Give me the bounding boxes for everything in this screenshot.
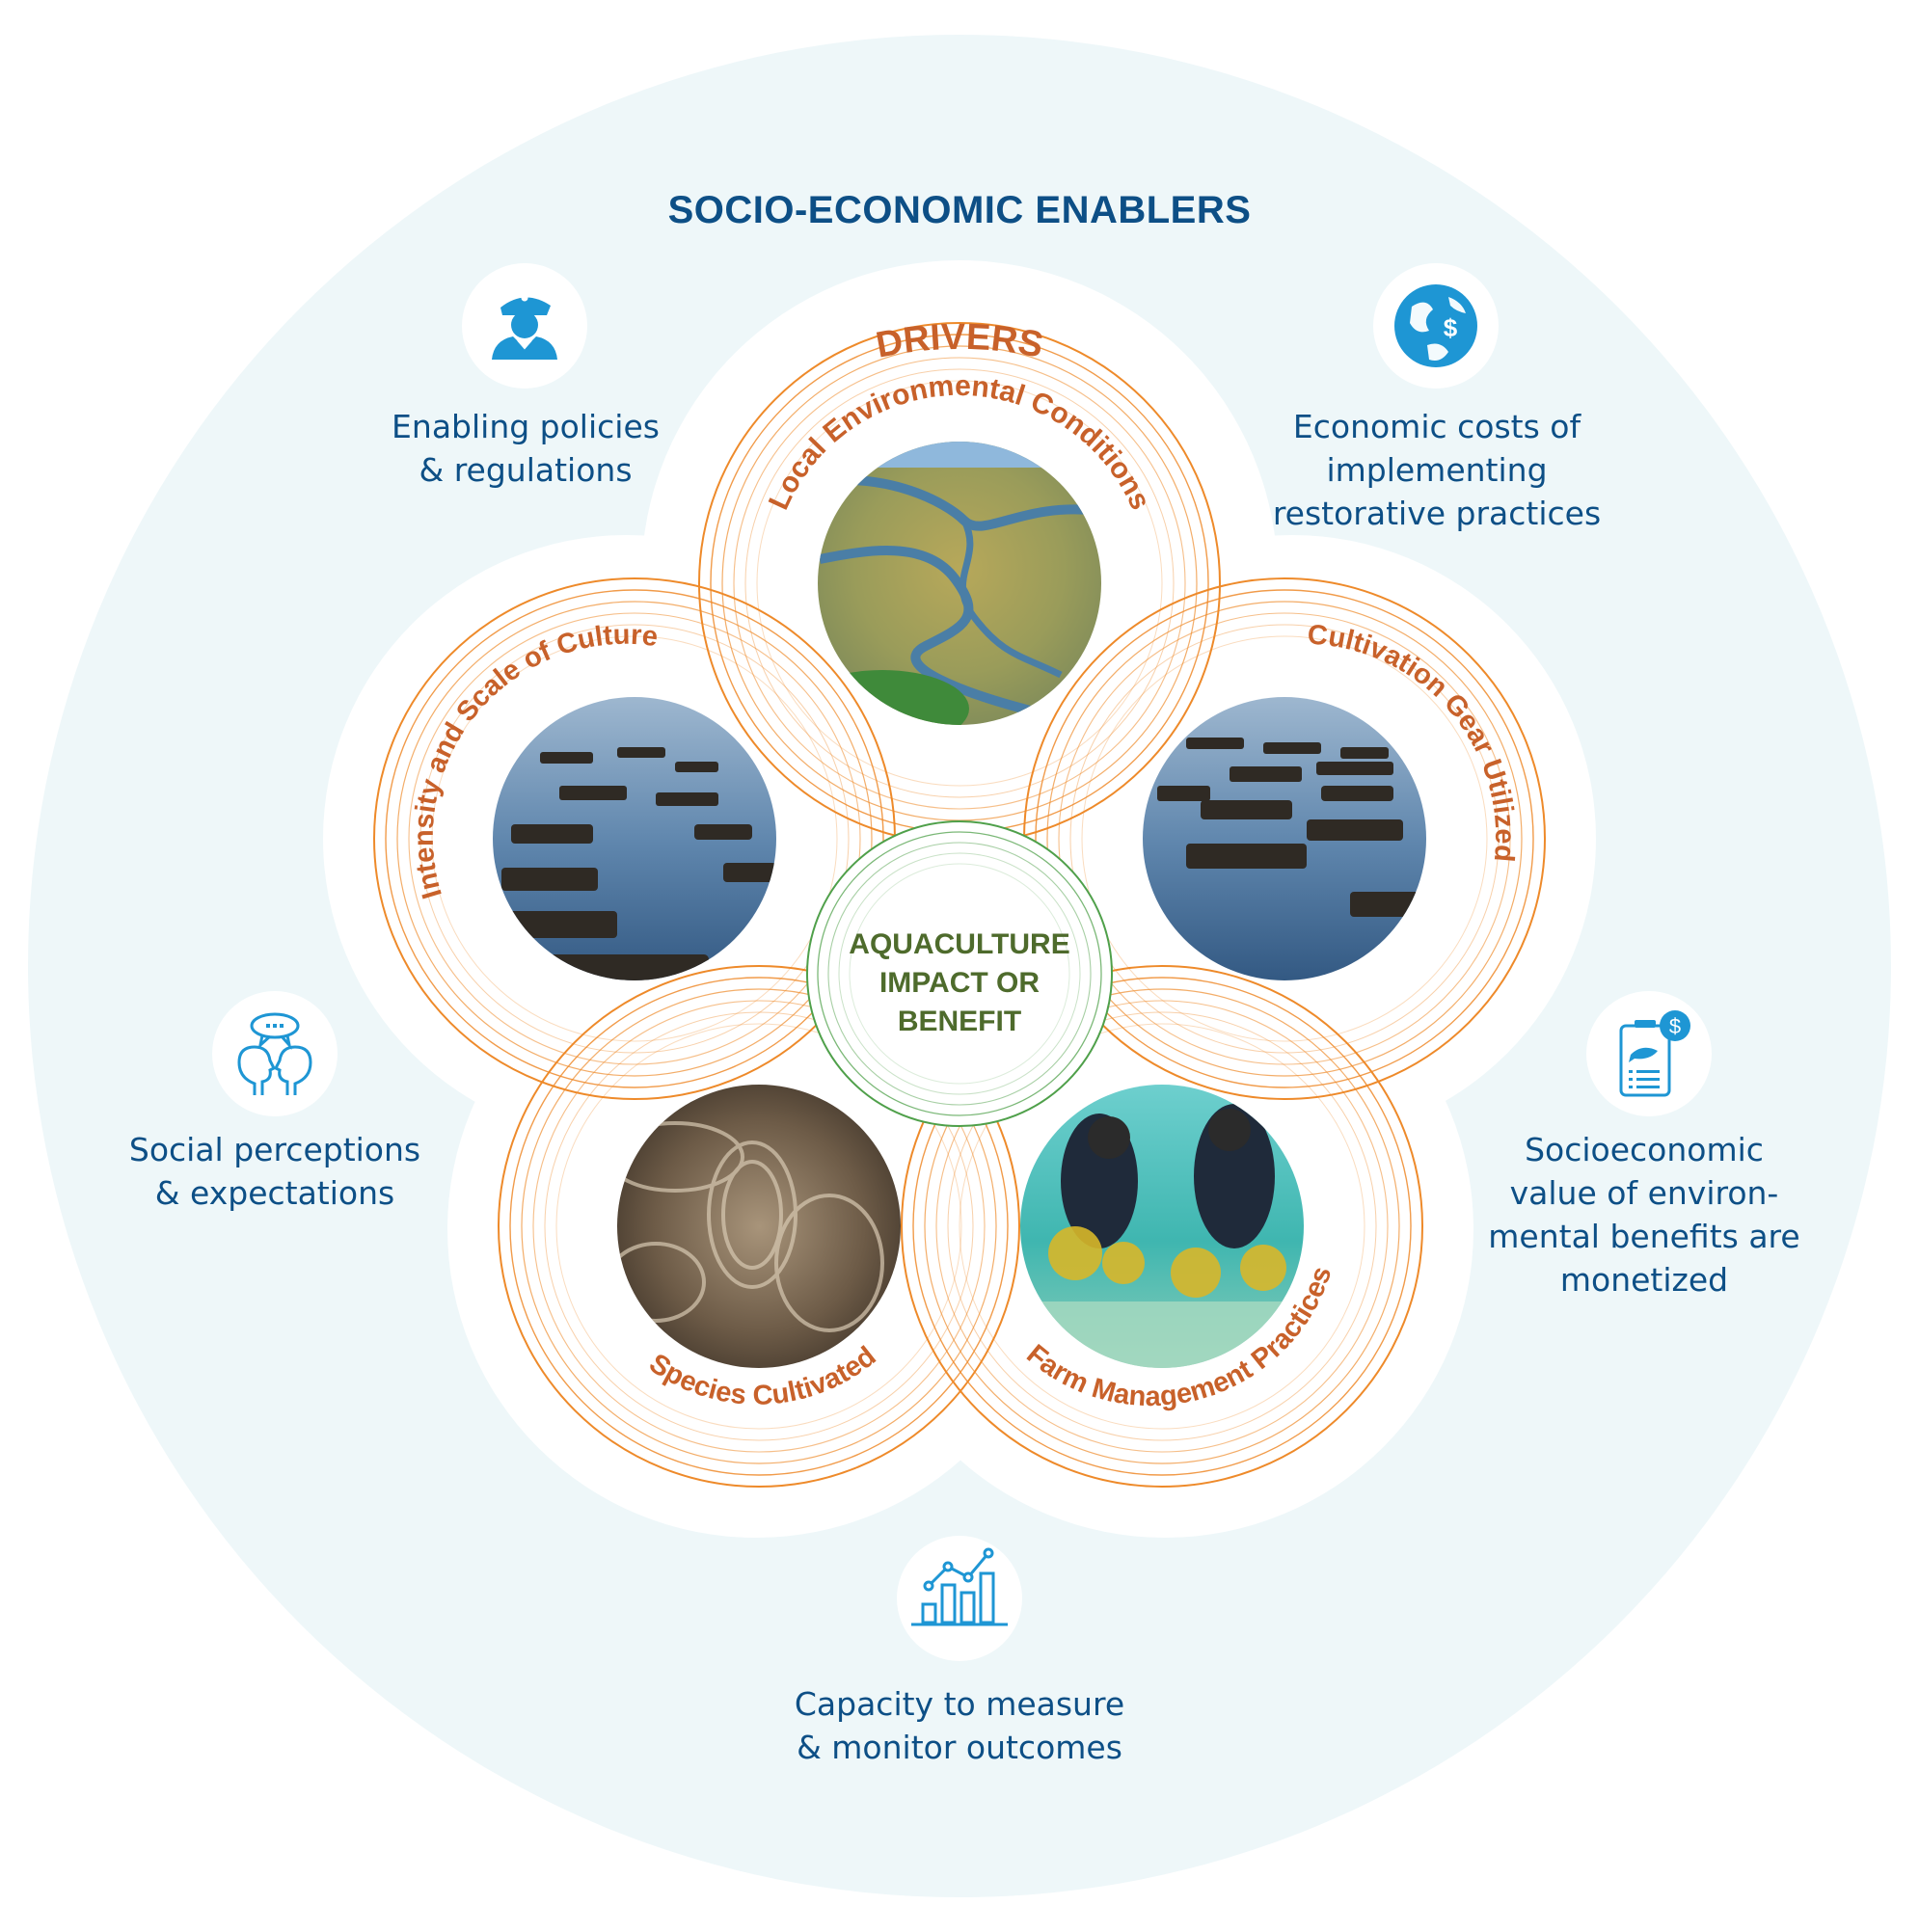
center-line-1: AQUACULTURE bbox=[849, 928, 1070, 960]
driver-rings bbox=[373, 322, 1546, 1488]
photo-cultivation-gear bbox=[1143, 697, 1426, 980]
svg-text:$: $ bbox=[1444, 313, 1458, 342]
enabler-policies: Enabling policies & regulations bbox=[392, 408, 660, 489]
rings-bottom-right bbox=[901, 965, 1423, 1488]
svg-text:$: $ bbox=[1669, 1014, 1681, 1038]
enabler-socioeconomic-value: Socioeconomic value of environ- mental b… bbox=[1488, 1131, 1800, 1299]
rings-bottom-left bbox=[498, 965, 1020, 1488]
officer-icon bbox=[462, 263, 587, 389]
center-line-3: BENEFIT bbox=[897, 1006, 1022, 1037]
enabler-capacity-measure: Capacity to measure & monitor outcomes bbox=[794, 1685, 1125, 1766]
bar-line-chart-icon bbox=[897, 1536, 1022, 1661]
rings-right bbox=[1023, 577, 1546, 1100]
photo-species bbox=[617, 1085, 901, 1368]
conversation-heads-icon bbox=[212, 991, 338, 1116]
page-title: SOCIO-ECONOMIC ENABLERS bbox=[667, 189, 1252, 231]
globe-dollar-icon: $ bbox=[1373, 263, 1499, 389]
center-label: AQUACULTURE IMPACT OR BENEFIT bbox=[824, 926, 1095, 1041]
clipboard-fish-dollar-icon: $ bbox=[1586, 991, 1712, 1116]
center-circle bbox=[806, 820, 1113, 1127]
enabler-social-perceptions: Social perceptions & expectations bbox=[128, 1131, 421, 1212]
photo-intensity-scale bbox=[493, 697, 776, 980]
enabler-economic-costs: Economic costs of implementing restorati… bbox=[1272, 408, 1602, 532]
center-line-2: IMPACT OR bbox=[878, 967, 1041, 999]
